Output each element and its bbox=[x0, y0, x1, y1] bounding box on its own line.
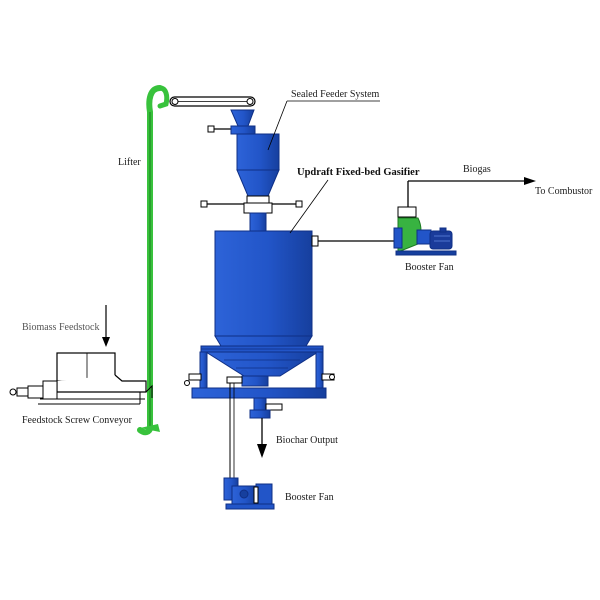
top-belt-conveyor bbox=[169, 96, 256, 107]
booster-fan-right-label: Booster Fan bbox=[405, 262, 454, 273]
biochar-output-label: Biochar Output bbox=[276, 435, 338, 446]
sealed-feeder-system bbox=[200, 109, 303, 232]
gasifier-label: Updraft Fixed-bed Gasifier bbox=[297, 167, 420, 178]
lifter-label: Lifter bbox=[118, 157, 141, 168]
air-supply-line bbox=[229, 383, 235, 478]
biochar-output-arrow bbox=[257, 418, 267, 458]
booster-fan-right bbox=[393, 206, 457, 256]
biomass-input-arrow bbox=[102, 305, 110, 347]
to-combustor-label: To Combustor bbox=[535, 186, 593, 197]
screw-conveyor-label: Feedstock Screw Conveyor bbox=[22, 415, 133, 426]
feedstock-screw-conveyor bbox=[9, 352, 153, 405]
biogas-label: Biogas bbox=[463, 164, 491, 175]
lifter-elevator bbox=[137, 85, 170, 436]
callout-lines bbox=[267, 100, 380, 234]
booster-fan-bottom-label: Booster Fan bbox=[285, 492, 334, 503]
sealed-feeder-label: Sealed Feeder System bbox=[291, 89, 380, 100]
biomass-feedstock-label: Biomass Feedstock bbox=[22, 322, 100, 333]
booster-fan-bottom bbox=[223, 477, 275, 510]
updraft-gasifier bbox=[184, 230, 335, 419]
